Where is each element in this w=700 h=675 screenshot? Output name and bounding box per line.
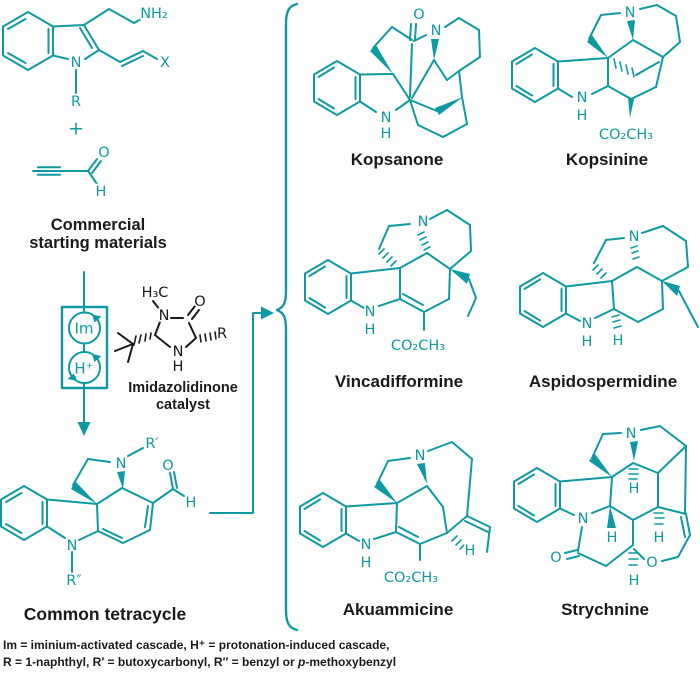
atom-label: H bbox=[654, 530, 665, 546]
atom-label: O bbox=[646, 555, 657, 571]
atom-label: NH₂ bbox=[140, 6, 168, 22]
cascade-box: ImH⁺ bbox=[60, 305, 109, 390]
product-name-aspidospermidine: Aspidospermidine bbox=[528, 372, 678, 391]
commercial-label-line2: starting materials bbox=[29, 234, 167, 253]
product-name-kopsanone: Kopsanone bbox=[350, 150, 444, 169]
propynal-structure: OH bbox=[32, 143, 111, 202]
atom-label: N bbox=[159, 308, 170, 324]
atom-label: O bbox=[413, 7, 424, 23]
atom-label: H bbox=[577, 108, 588, 124]
atom-label: N bbox=[418, 214, 429, 230]
curly-brace bbox=[275, 2, 299, 632]
connector-arrow bbox=[209, 306, 274, 514]
atom-label: R′ bbox=[145, 436, 158, 452]
product-name-strychnine: Strychnine bbox=[561, 600, 649, 619]
atom-label: N bbox=[361, 537, 372, 553]
catalyst-label: Imidazolidinone catalyst bbox=[128, 380, 238, 413]
atom-label: R bbox=[217, 326, 227, 342]
atom-label: H₃C bbox=[142, 285, 169, 301]
atom-label: N bbox=[629, 229, 640, 245]
atom-label: R″ bbox=[66, 573, 82, 589]
atom-label: H bbox=[186, 495, 197, 511]
atom-label: O bbox=[194, 294, 205, 310]
caption-line1: Im = iminium-activated cascade, H⁺ = pro… bbox=[3, 638, 390, 652]
h-plus-cycle-icon bbox=[68, 351, 101, 384]
atom-label: N bbox=[67, 538, 78, 554]
atom-label: CO₂CH₃ bbox=[384, 570, 438, 586]
atom-label: H bbox=[607, 530, 618, 546]
atom-label: X bbox=[160, 55, 170, 71]
atom-label: N bbox=[578, 511, 589, 527]
atom-label: R bbox=[71, 94, 81, 110]
atom-label: O bbox=[550, 550, 561, 566]
atom-label: H bbox=[365, 322, 376, 338]
atom-label: Im bbox=[74, 320, 93, 338]
atom-label: N bbox=[582, 316, 593, 332]
commercial-label-line1: Commercial bbox=[50, 216, 146, 234]
atom-label: H bbox=[629, 481, 640, 497]
product-name-vincadifformine: Vincadifformine bbox=[334, 372, 464, 391]
atom-label: H⁺ bbox=[74, 360, 93, 378]
atom-label: N bbox=[116, 456, 127, 472]
atom-label: CO₂CH₃ bbox=[599, 127, 653, 143]
atom-label: N bbox=[431, 23, 442, 39]
product-name-akuammicine: Akuammicine bbox=[342, 600, 454, 619]
arrowhead-icon bbox=[77, 422, 91, 436]
arrowhead-icon bbox=[261, 306, 274, 320]
atom-label: N bbox=[625, 5, 636, 21]
atom-label: CO₂CH₃ bbox=[391, 338, 445, 354]
atom-label: O bbox=[98, 145, 109, 161]
atom-label: H bbox=[465, 543, 476, 559]
caption-line2: R = 1-naphthyl, R′ = butoxycarbonyl, R″ … bbox=[3, 655, 397, 670]
atom-label: H bbox=[96, 184, 107, 200]
atom-label: N bbox=[173, 344, 184, 360]
catalyst-label-line2: catalyst bbox=[155, 396, 210, 413]
start-material-structure: NH₂ X N R + bbox=[2, 4, 172, 141]
atom-label: H bbox=[613, 333, 624, 349]
atom-label: + bbox=[68, 118, 84, 140]
product-name-kopsinine: Kopsinine bbox=[565, 150, 649, 169]
down-arrow bbox=[77, 271, 91, 436]
atom-label: N bbox=[577, 90, 588, 106]
atom-label: H bbox=[582, 334, 593, 350]
tetracycle-structure: R′ N O H N R″ bbox=[0, 434, 198, 591]
im-cycle-icon bbox=[68, 311, 101, 345]
atom-label: O bbox=[162, 458, 173, 474]
atom-label: N bbox=[71, 55, 82, 71]
atom-label: N bbox=[365, 304, 376, 320]
commercial-label: Commercial starting materials bbox=[29, 216, 167, 253]
atom-label: N bbox=[381, 110, 392, 126]
figure-caption: Im = iminium-activated cascade, H⁺ = pro… bbox=[3, 637, 396, 672]
atom-label: N bbox=[415, 448, 426, 464]
atom-label: H bbox=[173, 359, 184, 375]
atom-label: H bbox=[381, 126, 392, 142]
atom-label: H bbox=[361, 555, 372, 571]
atom-label: H bbox=[629, 573, 640, 589]
tetracycle-label: Common tetracycle bbox=[23, 604, 187, 624]
atom-label: N bbox=[626, 426, 637, 442]
catalyst-label-line1: Imidazolidinone bbox=[128, 380, 238, 396]
